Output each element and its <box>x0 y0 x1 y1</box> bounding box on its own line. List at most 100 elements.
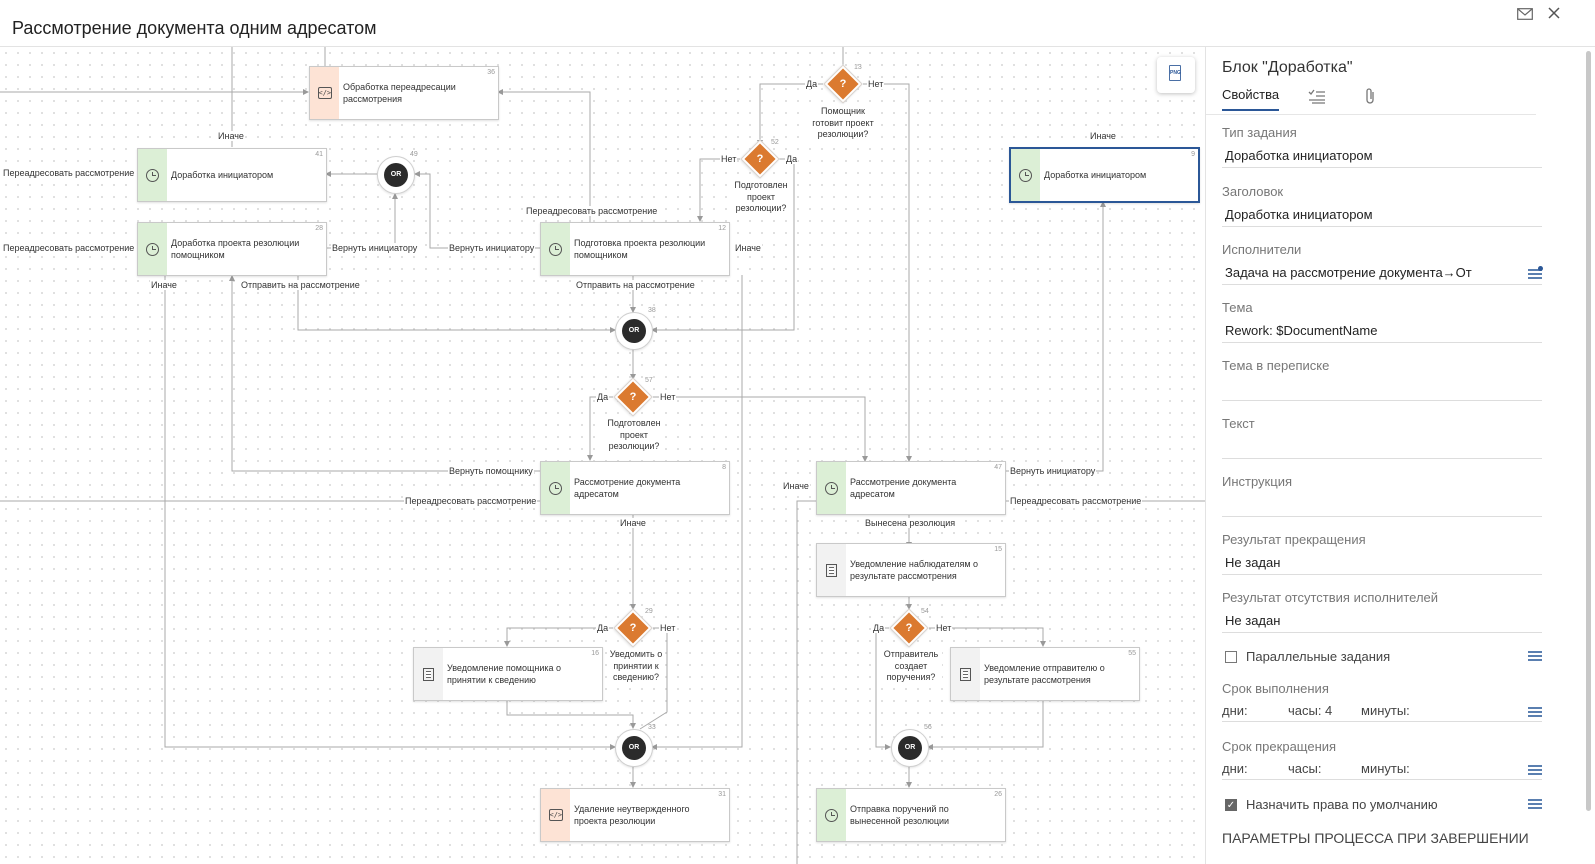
or-gate-56[interactable]: OR <box>891 729 929 767</box>
block-label: Обработка переадресации рассмотрения <box>343 82 456 104</box>
completion-section-title: ПАРАМЕТРЫ ПРОЦЕССА ПРИ ЗАВЕРШЕНИИ <box>1222 830 1529 846</box>
or-gate-33[interactable]: OR <box>615 729 653 767</box>
parallel-tasks-checkbox[interactable] <box>1225 651 1237 663</box>
block-55[interactable]: Уведомление отправителю о результате рас… <box>950 647 1140 701</box>
field-label: Тема <box>1222 300 1253 315</box>
yes-label: Да <box>596 623 610 633</box>
decision-question: Помощник готовит проект резолюции? <box>808 106 878 141</box>
edge-label: Вынесена резолюция <box>864 518 957 528</box>
days-label: дни: <box>1222 761 1248 776</box>
block-number: 41 <box>315 151 323 158</box>
field-label: Заголовок <box>1222 184 1284 199</box>
block-9[interactable]: Доработка инициатором 9 <box>1009 147 1200 203</box>
theme-input[interactable]: Rework: $DocumentName <box>1222 321 1542 343</box>
block-label: Уведомление наблюдателям о результате ра… <box>850 559 979 581</box>
close-icon[interactable] <box>1545 6 1563 24</box>
field-label: Исполнители <box>1222 242 1302 257</box>
task-type-value[interactable]: Доработка инициатором <box>1222 146 1542 168</box>
task-stripe <box>817 462 846 514</box>
field-performers: Исполнители Задача на рассмотрение докум… <box>1222 242 1542 285</box>
clock-icon <box>549 481 562 495</box>
text-input[interactable] <box>1222 437 1542 459</box>
no-label: Нет <box>935 623 953 633</box>
script-stripe: </> <box>310 67 339 119</box>
field-label: Инструкция <box>1222 474 1292 489</box>
field-label: Текст <box>1222 416 1255 431</box>
field-instruction: Инструкция <box>1222 474 1542 517</box>
edge-label: Иначе <box>1089 131 1117 141</box>
settings-icon[interactable] <box>1528 650 1542 662</box>
hours-label: часы: <box>1288 761 1322 776</box>
block-15[interactable]: Уведомление наблюдателям о результате ра… <box>816 543 1006 597</box>
block-41[interactable]: Доработка инициатором 41 <box>137 148 327 202</box>
abort-result-select[interactable]: Не задан <box>1222 553 1542 575</box>
question-mark: ? <box>905 622 913 634</box>
no-label: Нет <box>720 154 738 164</box>
block-26[interactable]: Отправка поручений по вынесенной резолюц… <box>816 788 1006 842</box>
png-export-button[interactable]: PNG <box>1157 57 1195 93</box>
block-label: Доработка инициатором <box>171 170 274 180</box>
task-stripe <box>541 462 570 514</box>
performers-input[interactable]: Задача на рассмотрение документа→От <box>1222 263 1542 285</box>
task-stripe <box>138 223 167 275</box>
script-stripe: </> <box>541 789 570 841</box>
edge-label: Переадресовать рассмотрение <box>525 206 659 216</box>
clock-icon <box>825 481 838 495</box>
block-label: Доработка проекта резолюции помощником <box>171 238 300 260</box>
block-36[interactable]: </> Обработка переадресации рассмотрения… <box>309 66 499 120</box>
decision-number: 29 <box>645 608 653 615</box>
clock-icon <box>549 242 562 256</box>
block-31[interactable]: </> Удаление неутвержденного проекта рез… <box>540 788 730 842</box>
no-performers-result-select[interactable]: Не задан <box>1222 611 1542 633</box>
thread-theme-input[interactable] <box>1222 379 1542 401</box>
subject-input[interactable]: Доработка инициатором <box>1222 205 1542 227</box>
abort-deadline-row[interactable]: дни: часы: минуты: <box>1222 761 1542 780</box>
title-bar: Рассмотрение документа одним адресатом <box>0 0 1595 47</box>
block-12[interactable]: Подготовка проекта резолюции помощником … <box>540 222 730 276</box>
block-label: Уведомление отправителю о результате рас… <box>984 663 1105 685</box>
edge-label: Иначе <box>217 131 245 141</box>
edge-label: Отправить на рассмотрение <box>575 280 696 290</box>
field-label: Тип задания <box>1222 125 1297 140</box>
tab-properties[interactable]: Свойства <box>1222 87 1280 111</box>
block-number: 8 <box>722 464 726 471</box>
block-47[interactable]: Рассмотрение документа адресатом 47 <box>816 461 1006 515</box>
or-gate-38[interactable]: OR <box>615 312 653 350</box>
field-task-type: Тип задания Доработка инициатором <box>1222 125 1542 168</box>
panel-scrollbar[interactable] <box>1586 51 1591 811</box>
question-mark: ? <box>629 391 637 403</box>
gate-number: 49 <box>410 151 418 158</box>
edge-label: Вернуть инициатору <box>1009 466 1097 476</box>
settings-icon[interactable] <box>1528 764 1542 776</box>
settings-icon[interactable] <box>1528 706 1542 718</box>
decision-question: Подготовлен проект резолюции? <box>603 418 665 453</box>
code-icon: </> <box>548 809 563 821</box>
edge-label: Переадресовать рассмотрение <box>2 168 136 178</box>
block-8[interactable]: Рассмотрение документа адресатом 8 <box>540 461 730 515</box>
hours-value[interactable]: 4 <box>1325 703 1333 718</box>
paperclip-icon[interactable] <box>1364 87 1376 108</box>
decision-question: Уведомить о принятии к сведению? <box>607 649 665 684</box>
field-label: Результат прекращения <box>1222 532 1366 547</box>
or-gate-49[interactable]: OR <box>377 156 415 194</box>
block-label: Уведомление помощника о принятии к сведе… <box>447 663 562 685</box>
settings-icon[interactable] <box>1528 798 1542 810</box>
block-16[interactable]: Уведомление помощника о принятии к сведе… <box>413 647 603 701</box>
days-label: дни: <box>1222 703 1248 718</box>
process-canvas[interactable]: </> Обработка переадресации рассмотрения… <box>0 47 1205 864</box>
instruction-input[interactable] <box>1222 495 1542 517</box>
deadline-row[interactable]: дни: часы: 4 минуты: <box>1222 703 1542 722</box>
question-mark: ? <box>629 622 637 634</box>
decision-number: 57 <box>645 377 653 384</box>
field-label: Результат отсутствия исполнителей <box>1222 590 1439 605</box>
mail-icon[interactable] <box>1516 6 1534 24</box>
deadline-label: Срок выполнения <box>1222 681 1329 696</box>
settings-icon[interactable] <box>1528 266 1543 280</box>
window-title: Рассмотрение документа одним адресатом <box>12 18 377 38</box>
default-rights-checkbox[interactable]: ✓ <box>1225 799 1237 811</box>
clock-icon <box>1019 168 1032 182</box>
decision-number: 54 <box>921 608 929 615</box>
block-number: 26 <box>994 791 1002 798</box>
block-28[interactable]: Доработка проекта резолюции помощником 2… <box>137 222 327 276</box>
checklist-icon[interactable] <box>1308 88 1326 107</box>
